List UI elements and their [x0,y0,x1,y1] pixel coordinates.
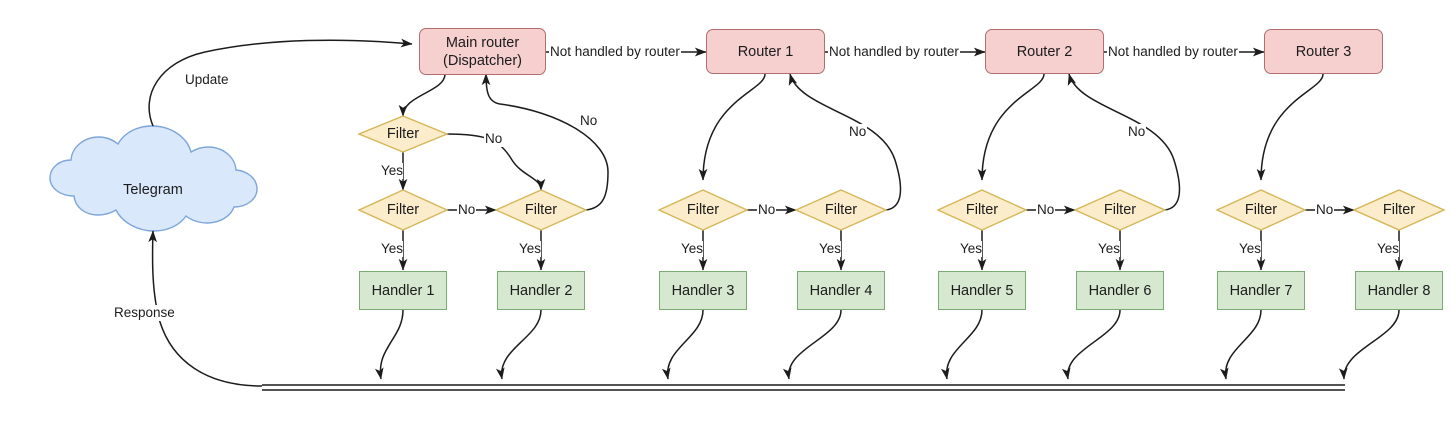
edge-filter-a3-no-to-mainrouter [481,73,609,211]
edge-filter-b2-no-to-router1 [788,73,902,211]
no-label-b2: No [848,124,868,140]
no-label-b1: No [757,202,777,218]
edge-response [148,230,263,387]
yes-label-a3: Yes [519,241,542,257]
yes-label-d1: Yes [1239,241,1262,257]
edge-router1-to-filter-b1 [698,73,766,181]
handler-6[interactable]: Handler 6 [1076,271,1164,310]
yes-label-d2: Yes [1377,241,1400,257]
edge-router2-to-filter-c1 [977,73,1045,181]
edge-handler-7-to-bus [1219,309,1262,380]
router-2[interactable]: Router 2 [985,29,1104,74]
filter-d1-shape [1215,189,1307,231]
telegram-label: Telegram [123,182,183,198]
no-label-a1: No [484,131,504,147]
filter-c1-shape [936,189,1028,231]
router-main-line2: (Dispatcher) [443,52,522,69]
update-label: Update [184,72,230,88]
edge-handler-1-to-bus [374,309,404,380]
edge-update [148,38,413,127]
edge-handler-5-to-bus [940,309,983,380]
filter-b1-shape [657,189,749,231]
yes-label-a2: Yes [381,241,404,257]
handler-8[interactable]: Handler 8 [1355,271,1443,310]
filter-a3-shape [494,189,588,231]
chain-label-2: Not handled by router [828,44,960,60]
edge-handler-2-to-bus [495,309,542,380]
edge-handler-8-to-bus [1338,309,1400,380]
filter-a1-shape [357,115,449,153]
edge-filter-c2-no-to-router2 [1067,73,1181,211]
no-label-a3: No [579,113,599,129]
filter-c2-shape [1073,189,1167,231]
router-3[interactable]: Router 3 [1264,29,1383,74]
yes-label-c2: Yes [1098,241,1121,257]
no-label-a2: No [457,202,477,218]
filter-d2-shape [1352,189,1446,231]
handler-4[interactable]: Handler 4 [797,271,885,310]
yes-label-a1: Yes [381,163,404,179]
filter-a2-shape [357,189,449,231]
router-main-line1: Main router [445,34,520,51]
handler-5[interactable]: Handler 5 [938,271,1026,310]
no-label-d1: No [1315,202,1335,218]
no-label-c1: No [1036,202,1056,218]
yes-label-c1: Yes [960,241,983,257]
router-main[interactable]: Main router (Dispatcher) [419,28,546,75]
filter-b2-shape [794,189,888,231]
yes-label-b2: Yes [819,241,842,257]
chain-label-3: Not handled by router [1107,44,1239,60]
handler-3[interactable]: Handler 3 [659,271,747,310]
edge-handler-3-to-bus [661,309,704,380]
no-label-c2: No [1127,124,1147,140]
response-bus-bar [262,384,1345,391]
telegram-cloud-shape [49,125,258,232]
chain-label-1: Not handled by router [549,44,681,60]
edge-handler-6-to-bus [1061,309,1121,380]
yes-label-b1: Yes [681,241,704,257]
router-1[interactable]: Router 1 [706,29,825,74]
handler-7[interactable]: Handler 7 [1217,271,1305,310]
handler-2[interactable]: Handler 2 [497,271,585,310]
handler-1[interactable]: Handler 1 [359,271,447,310]
edge-filter-a1-no-to-filter-a3 [446,133,546,191]
response-label: Response [113,305,176,321]
filter-diamonds [357,115,1446,231]
edge-handler-4-to-bus [782,309,842,380]
edge-router3-to-filter-d1 [1256,73,1324,181]
edge-mainrouter-to-filter-a1 [398,73,446,117]
